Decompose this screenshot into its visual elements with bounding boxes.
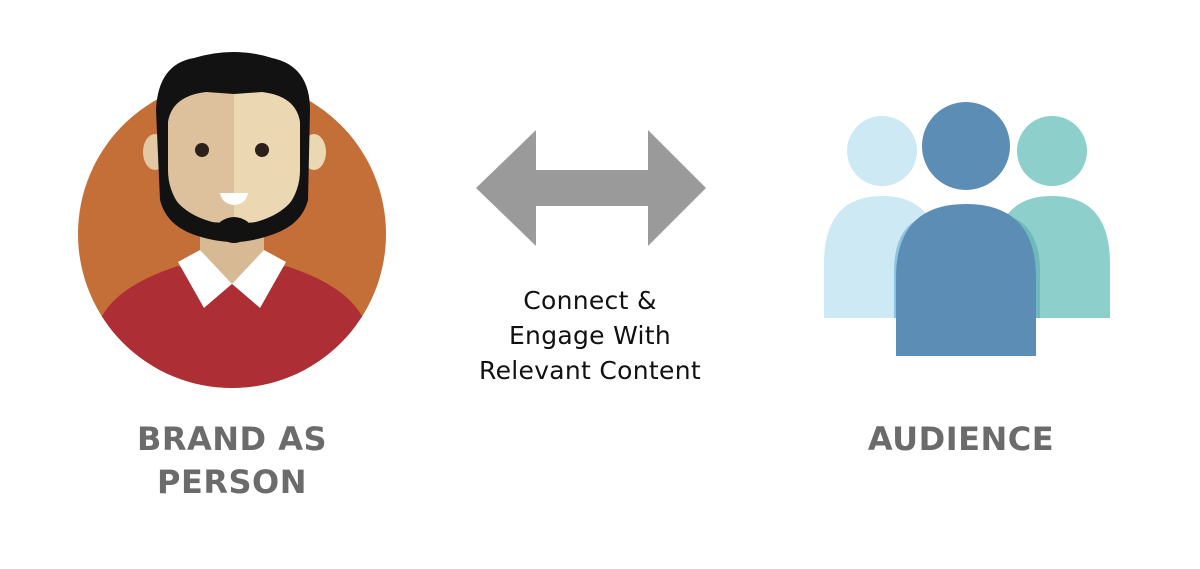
sweater-neckline — [204, 284, 260, 332]
audience-center-body — [896, 204, 1036, 356]
caption-line-2: Engage With — [508, 321, 672, 350]
connect-engage-caption: Connect & Engage With Relevant Content — [440, 283, 740, 388]
audience-center-head — [922, 102, 1010, 190]
face-left — [168, 92, 234, 223]
audience-label: AUDIENCE — [867, 420, 1055, 458]
beard-rim — [166, 186, 302, 242]
left-eye — [195, 143, 209, 157]
audience-group-icon — [824, 102, 1110, 356]
caption-line-3: Relevant Content — [479, 356, 701, 385]
brand-label-line-1: BRAND AS — [136, 420, 328, 458]
shirt-collar-left — [178, 250, 232, 308]
smile — [220, 193, 248, 205]
face-right — [234, 92, 300, 223]
goatee — [220, 217, 248, 243]
arrow-shape — [476, 130, 706, 246]
audience-left-head — [847, 116, 917, 186]
brand-label-line-2: PERSON — [157, 463, 307, 501]
caption-line-1: Connect & — [523, 286, 657, 315]
shirt-collar-right — [232, 250, 286, 308]
right-eye — [255, 143, 269, 157]
audience-right-head — [1017, 116, 1087, 186]
double-headed-arrow-icon — [476, 130, 706, 246]
brand-person-icon — [78, 52, 386, 388]
brand-as-person-label: BRAND AS PERSON — [92, 418, 372, 504]
